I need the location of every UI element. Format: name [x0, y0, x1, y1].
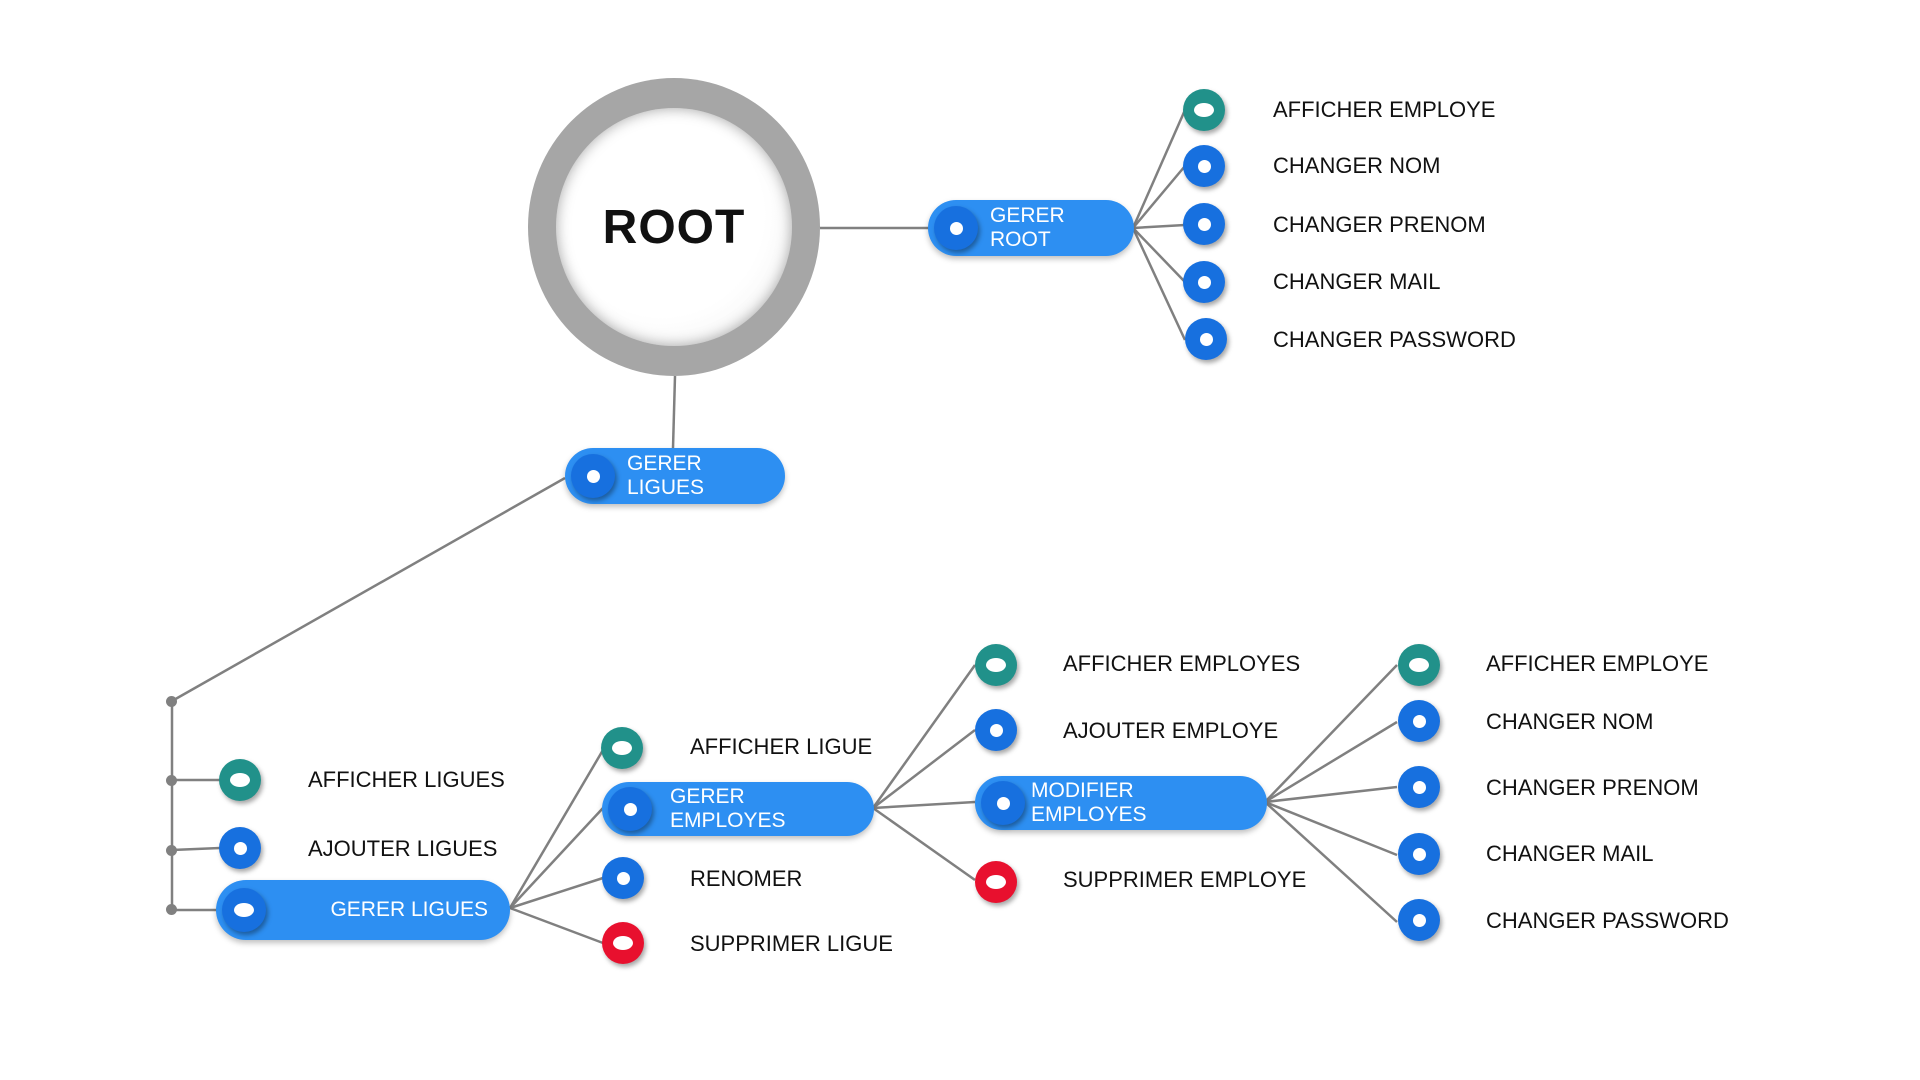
edge-gerer-root-child [1132, 223, 1186, 230]
edge-gerer-ligues-child [509, 876, 604, 910]
edge-modifier-employes-child [1264, 801, 1398, 923]
edge-gerer-ligues-child [509, 906, 604, 945]
gerer-ligues-label: GERER LIGUES [330, 898, 488, 921]
gerer-employes-button[interactable]: GERER EMPLOYES [602, 782, 874, 836]
afficher-ligues-icon[interactable] [219, 759, 261, 801]
edge-gerer-root-child [1132, 165, 1186, 229]
edge-gerer-ligues-child [509, 807, 604, 909]
ajouter-ligues-icon[interactable] [219, 827, 261, 869]
changer-mail-icon[interactable] [1183, 261, 1225, 303]
leaf-label-afficher-employes: AFFICHER EMPLOYES [1063, 651, 1301, 676]
changer-nom-icon[interactable] [1398, 700, 1440, 742]
changer-mail-icon[interactable] [1398, 833, 1440, 875]
edge-modifier-employes-child [1264, 720, 1398, 804]
edge-bar-ajouter-ligues [171, 846, 221, 852]
edge-gerer-employes-child [871, 664, 977, 809]
edge-gerer-root-child [1132, 227, 1186, 283]
leaf-label-changer-password: CHANGER PASSWORD [1486, 908, 1729, 933]
bar-junction-top [166, 696, 177, 707]
root-label: ROOT [602, 200, 746, 254]
edge-gerer-ligues-bar [171, 476, 566, 703]
supprimer-employe-icon[interactable] [975, 861, 1017, 903]
edge-gerer-employes-child [872, 800, 976, 810]
toggle-dot-icon [571, 454, 615, 498]
root-node[interactable]: ROOT [528, 78, 820, 376]
bar-junction-gerer-ligues [166, 904, 177, 915]
bar-junction-afficher-ligues [166, 775, 177, 786]
modifier-employes-button[interactable]: MODIFIER EMPLOYES [975, 776, 1267, 830]
leaf-label-changer-mail: CHANGER MAIL [1273, 269, 1441, 294]
toggle-dot-icon [608, 787, 652, 831]
gerer-root-label: GERER ROOT [990, 204, 1065, 251]
changer-password-icon[interactable] [1185, 318, 1227, 360]
edge-modifier-employes-child [1264, 664, 1398, 803]
leaf-label-changer-mail: CHANGER MAIL [1486, 841, 1654, 866]
edge-root-gerer-ligues [671, 375, 677, 449]
gerer-ligues-top-button[interactable]: GERER LIGUES [565, 448, 785, 504]
edge-gerer-root-child [1131, 109, 1187, 229]
toggle-dot-icon [222, 888, 266, 932]
edge-gerer-employes-child [872, 729, 976, 809]
changer-nom-icon[interactable] [1183, 145, 1225, 187]
root-node-inner: ROOT [556, 108, 792, 346]
gerer-ligues-top-label: GERER LIGUES [627, 452, 705, 499]
edge-gerer-employes-child [872, 806, 976, 882]
changer-prenom-icon[interactable] [1398, 766, 1440, 808]
leaf-label-afficher-ligue: AFFICHER LIGUE [690, 734, 873, 759]
modifier-employes-label: MODIFIER EMPLOYES [1031, 779, 1147, 826]
leaf-label-changer-nom: CHANGER NOM [1273, 153, 1441, 178]
changer-password-icon[interactable] [1398, 899, 1440, 941]
renomer-icon[interactable] [602, 857, 644, 899]
ajouter-employe-icon[interactable] [975, 709, 1017, 751]
leaf-label-supprimer-employe: SUPPRIMER EMPLOYE [1063, 867, 1307, 892]
afficher-employes-icon[interactable] [975, 644, 1017, 686]
edge-modifier-employes-child [1264, 800, 1398, 857]
leaf-label-changer-password: CHANGER PASSWORD [1273, 327, 1516, 352]
supprimer-ligue-icon[interactable] [602, 922, 644, 964]
edge-modifier-employes-child [1264, 785, 1398, 804]
leaf-label-ajouter-employe: AJOUTER EMPLOYE [1063, 718, 1279, 743]
afficher-employe-icon[interactable] [1183, 89, 1225, 131]
toggle-dot-icon [981, 781, 1025, 825]
toggle-dot-icon [934, 206, 978, 250]
leaf-label-afficher-ligues: AFFICHER LIGUES [308, 767, 505, 792]
edge-gerer-ligues-child [508, 749, 605, 909]
leaf-label-changer-nom: CHANGER NOM [1486, 709, 1654, 734]
leaf-label-supprimer-ligue: SUPPRIMER LIGUE [690, 931, 893, 956]
afficher-ligue-icon[interactable] [601, 727, 643, 769]
bar-junction-ajouter-ligues [166, 845, 177, 856]
leaf-label-afficher-employe: AFFICHER EMPLOYE [1486, 651, 1709, 676]
leaf-label-renomer: RENOMER [690, 866, 803, 891]
leaf-label-changer-prenom: CHANGER PRENOM [1273, 212, 1486, 237]
edge-gerer-root-child [1131, 227, 1187, 341]
changer-prenom-icon[interactable] [1183, 203, 1225, 245]
afficher-employe-icon[interactable] [1398, 644, 1440, 686]
leaf-label-afficher-employe: AFFICHER EMPLOYE [1273, 97, 1496, 122]
leaf-label-ajouter-ligues: AJOUTER LIGUES [308, 836, 498, 861]
gerer-ligues-button[interactable]: GERER LIGUES [216, 880, 510, 940]
gerer-employes-label: GERER EMPLOYES [670, 785, 786, 832]
leaf-label-changer-prenom: CHANGER PRENOM [1486, 775, 1699, 800]
gerer-root-button[interactable]: GERER ROOT [928, 200, 1134, 256]
